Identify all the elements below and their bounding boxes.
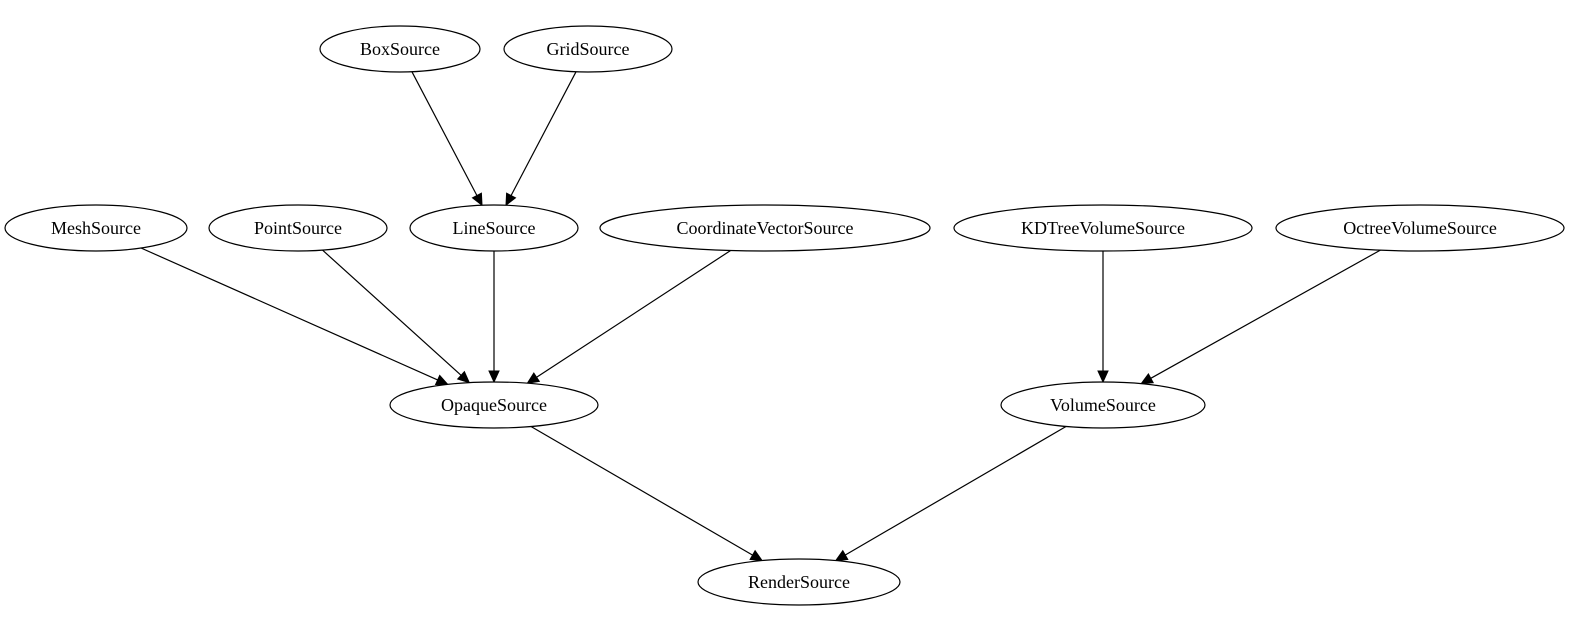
edge-kd-tree-volume-source-to-volume-source — [1097, 251, 1109, 384]
arrowhead-icon — [1140, 372, 1155, 385]
node-label: OctreeVolumeSource — [1343, 218, 1497, 238]
node-ellipse — [953, 204, 1253, 252]
node-coordinate-vector-source: CoordinateVectorSource — [599, 204, 931, 252]
edge-box-source-to-line-source — [411, 71, 483, 207]
edge-line — [530, 425, 753, 556]
edge-line — [140, 247, 438, 381]
edge-volume-source-to-render-source — [834, 425, 1067, 562]
node-ellipse — [599, 204, 931, 252]
node-kd-tree-volume-source: KDTreeVolumeSource — [953, 204, 1253, 252]
node-render-source: RenderSource — [697, 558, 901, 606]
node-opaque-source: OpaqueSource — [389, 381, 599, 429]
node-octree-volume-source: OctreeVolumeSource — [1275, 204, 1565, 252]
edge-line — [844, 425, 1067, 556]
arrowhead-icon — [1097, 370, 1109, 384]
node-label: KDTreeVolumeSource — [1021, 218, 1185, 238]
node-label: GridSource — [547, 39, 630, 59]
edge-opaque-source-to-render-source — [530, 425, 764, 562]
edge-line — [411, 71, 478, 196]
node-label: CoordinateVectorSource — [677, 218, 854, 238]
node-label: LineSource — [453, 218, 536, 238]
arrowhead-icon — [505, 192, 517, 207]
node-ellipse — [503, 25, 673, 73]
arrowhead-icon — [488, 370, 500, 384]
edge-mesh-source-to-opaque-source — [140, 247, 449, 386]
arrowhead-icon — [749, 549, 764, 562]
node-ellipse — [319, 25, 481, 73]
edge-point-source-to-opaque-source — [322, 249, 471, 384]
edge-line-source-to-opaque-source — [488, 251, 500, 384]
node-ellipse — [697, 558, 901, 606]
arrowhead-icon — [834, 549, 849, 562]
edge-line — [1150, 249, 1381, 379]
node-label: RenderSource — [748, 572, 850, 592]
node-box-source: BoxSource — [319, 25, 481, 73]
node-ellipse — [1275, 204, 1565, 252]
node-ellipse — [4, 204, 188, 252]
edge-grid-source-to-line-source — [505, 71, 577, 207]
edge-octree-volume-source-to-volume-source — [1140, 249, 1381, 385]
arrowhead-icon — [434, 374, 449, 386]
arrowhead-icon — [471, 192, 483, 207]
arrowhead-icon — [456, 370, 471, 384]
node-mesh-source: MeshSource — [4, 204, 188, 252]
node-volume-source: VolumeSource — [1000, 381, 1206, 429]
edge-line — [322, 249, 462, 376]
node-ellipse — [409, 204, 579, 252]
edge-line — [536, 249, 731, 378]
arrowhead-icon — [526, 372, 541, 384]
node-label: VolumeSource — [1050, 395, 1156, 415]
node-label: MeshSource — [51, 218, 141, 238]
node-label: BoxSource — [360, 39, 440, 59]
node-ellipse — [1000, 381, 1206, 429]
node-ellipse — [389, 381, 599, 429]
node-grid-source: GridSource — [503, 25, 673, 73]
edge-coordinate-vector-source-to-opaque-source — [526, 249, 731, 384]
node-label: OpaqueSource — [441, 395, 547, 415]
edges-layer — [140, 71, 1381, 562]
node-line-source: LineSource — [409, 204, 579, 252]
node-point-source: PointSource — [208, 204, 388, 252]
node-ellipse — [208, 204, 388, 252]
node-label: PointSource — [254, 218, 342, 238]
edge-line — [510, 71, 577, 196]
